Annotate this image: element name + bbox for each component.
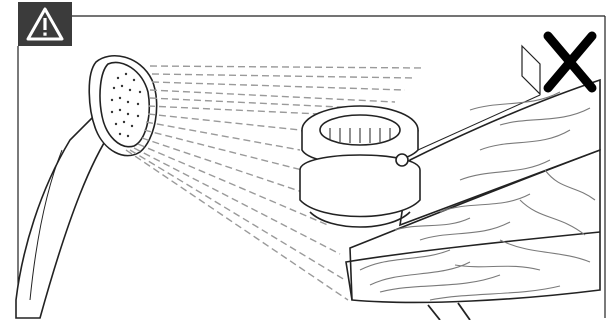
trimmer-spool-head: [300, 106, 420, 227]
trimmer-shaft: [428, 303, 470, 320]
warning-badge: [18, 2, 72, 46]
shower-head: [16, 56, 157, 318]
prohibited-x-icon: [522, 36, 592, 94]
